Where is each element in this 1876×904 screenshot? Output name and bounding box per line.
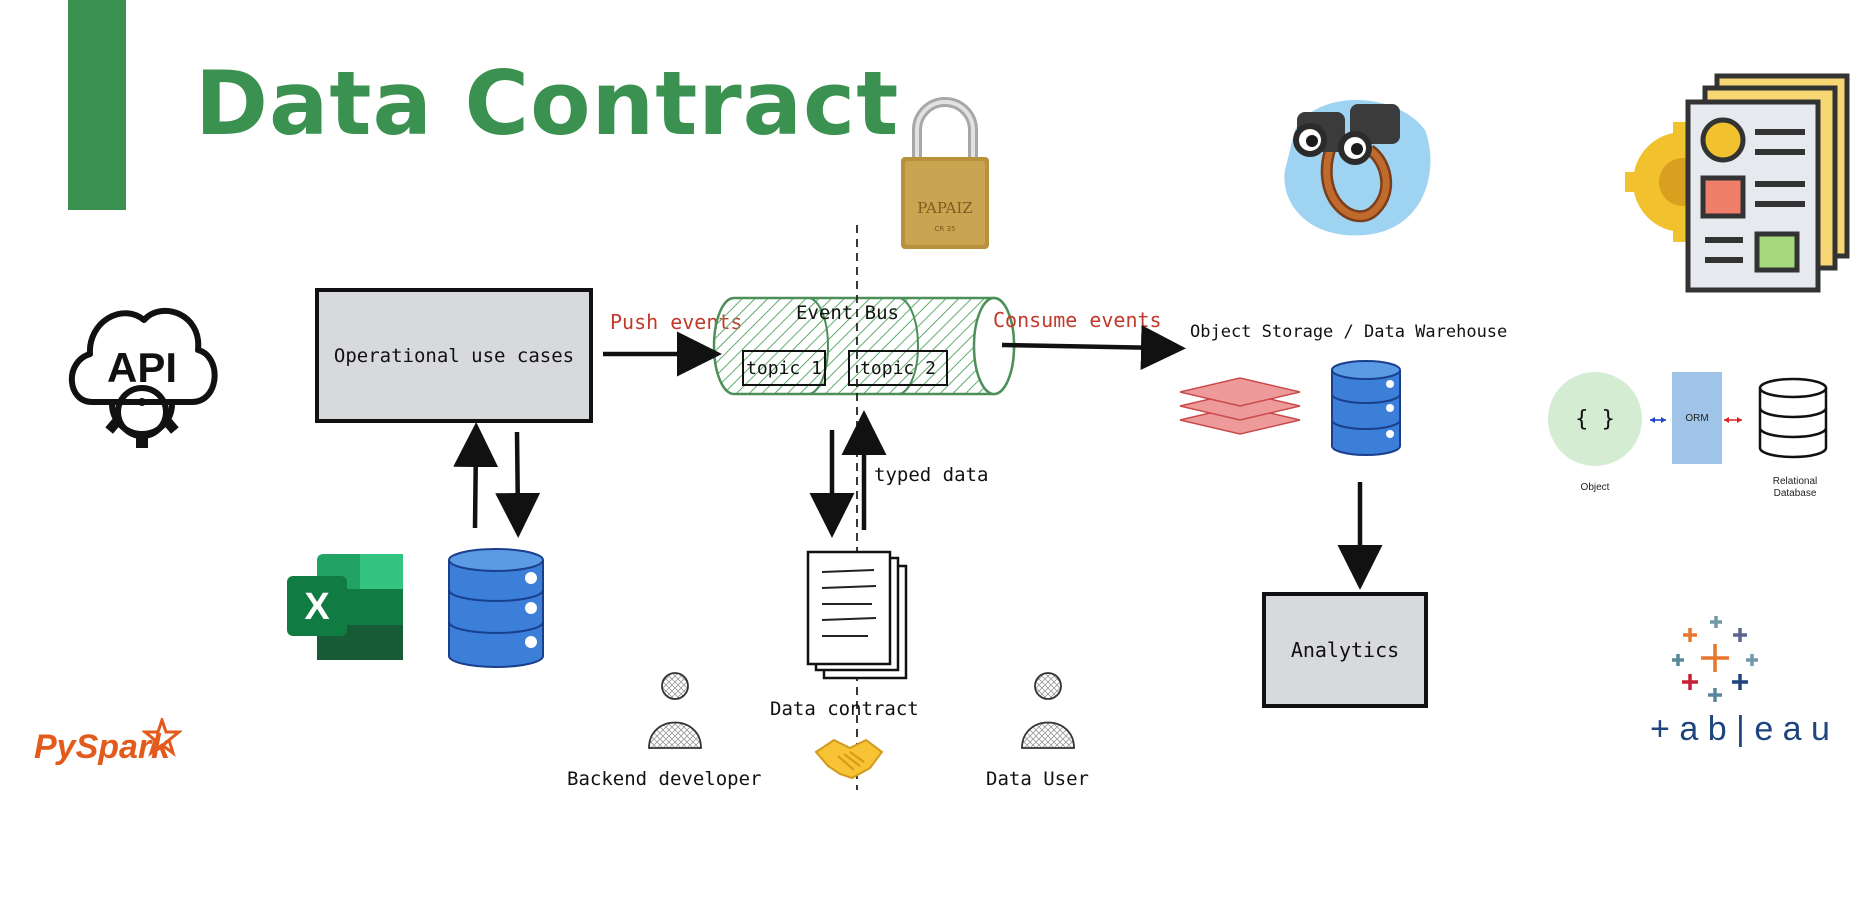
handshake-icon xyxy=(814,738,884,780)
orm-label: ORM xyxy=(1685,412,1709,424)
analytics-label: Analytics xyxy=(1290,638,1400,662)
tableau-wordmark: + a b | e a u xyxy=(1650,710,1830,748)
api-label: API xyxy=(107,344,177,391)
typed-data-label: typed data xyxy=(874,464,989,486)
object-label: Object xyxy=(1580,482,1610,493)
operational-use-cases-box: Operational use cases xyxy=(315,288,593,423)
document-gear-icon xyxy=(1625,73,1850,293)
database-label: Database xyxy=(1773,488,1817,499)
binoculars-icon xyxy=(1284,100,1431,236)
data-user-person-icon xyxy=(1021,672,1075,749)
data-contract-document-icon xyxy=(806,550,908,680)
padlock-model: CR 35 xyxy=(935,225,956,233)
object-circle: { } xyxy=(1548,372,1642,466)
topic-2-label: topic 2 xyxy=(860,357,936,379)
backend-developer-label: Backend developer xyxy=(567,768,762,790)
operational-use-cases-label: Operational use cases xyxy=(333,344,575,367)
topic-1-label: topic 1 xyxy=(746,357,822,379)
data-user-label: Data User xyxy=(986,768,1089,790)
backend-developer-person-icon xyxy=(648,672,702,749)
consume-events-label: Consume events xyxy=(993,308,1162,332)
orm-arrows xyxy=(1650,417,1742,423)
page-title: Data Contract xyxy=(195,52,900,155)
api-cloud-icon: API xyxy=(68,307,218,448)
excel-letter: X xyxy=(304,586,330,628)
consume-events-arrow xyxy=(1001,325,1186,371)
object-storage-label: Object Storage / Data Warehouse xyxy=(1190,322,1508,342)
relational-label: Relational xyxy=(1772,476,1818,487)
relational-database-icon xyxy=(1758,377,1828,459)
orm-box: ORM xyxy=(1672,372,1722,464)
object-braces: { } xyxy=(1575,406,1615,432)
padlock-icon: PAPAIZ CR 35 xyxy=(901,97,989,249)
analytics-box: Analytics xyxy=(1262,592,1428,708)
orm-diagram: { } Object ORM Relational Database xyxy=(1548,372,1838,502)
padlock-brand: PAPAIZ xyxy=(917,199,972,217)
data-contract-label: Data contract xyxy=(770,698,919,720)
stack-layers-icon xyxy=(1179,377,1301,435)
topic-2-box: topic 2 xyxy=(848,350,948,386)
pyspark-star-icon xyxy=(142,718,182,757)
db-to-operational-arrow xyxy=(453,422,499,529)
storage-database-icon xyxy=(1331,360,1401,456)
tableau-logo: + a b | e a u xyxy=(1650,616,1830,748)
operational-database-icon xyxy=(448,548,544,668)
excel-icon: X xyxy=(287,554,403,660)
topic-1-box: topic 1 xyxy=(742,350,826,386)
title-accent-bar xyxy=(68,0,126,210)
event-bus-label: Event Bus xyxy=(796,302,899,324)
operational-to-db-arrow xyxy=(495,431,541,538)
